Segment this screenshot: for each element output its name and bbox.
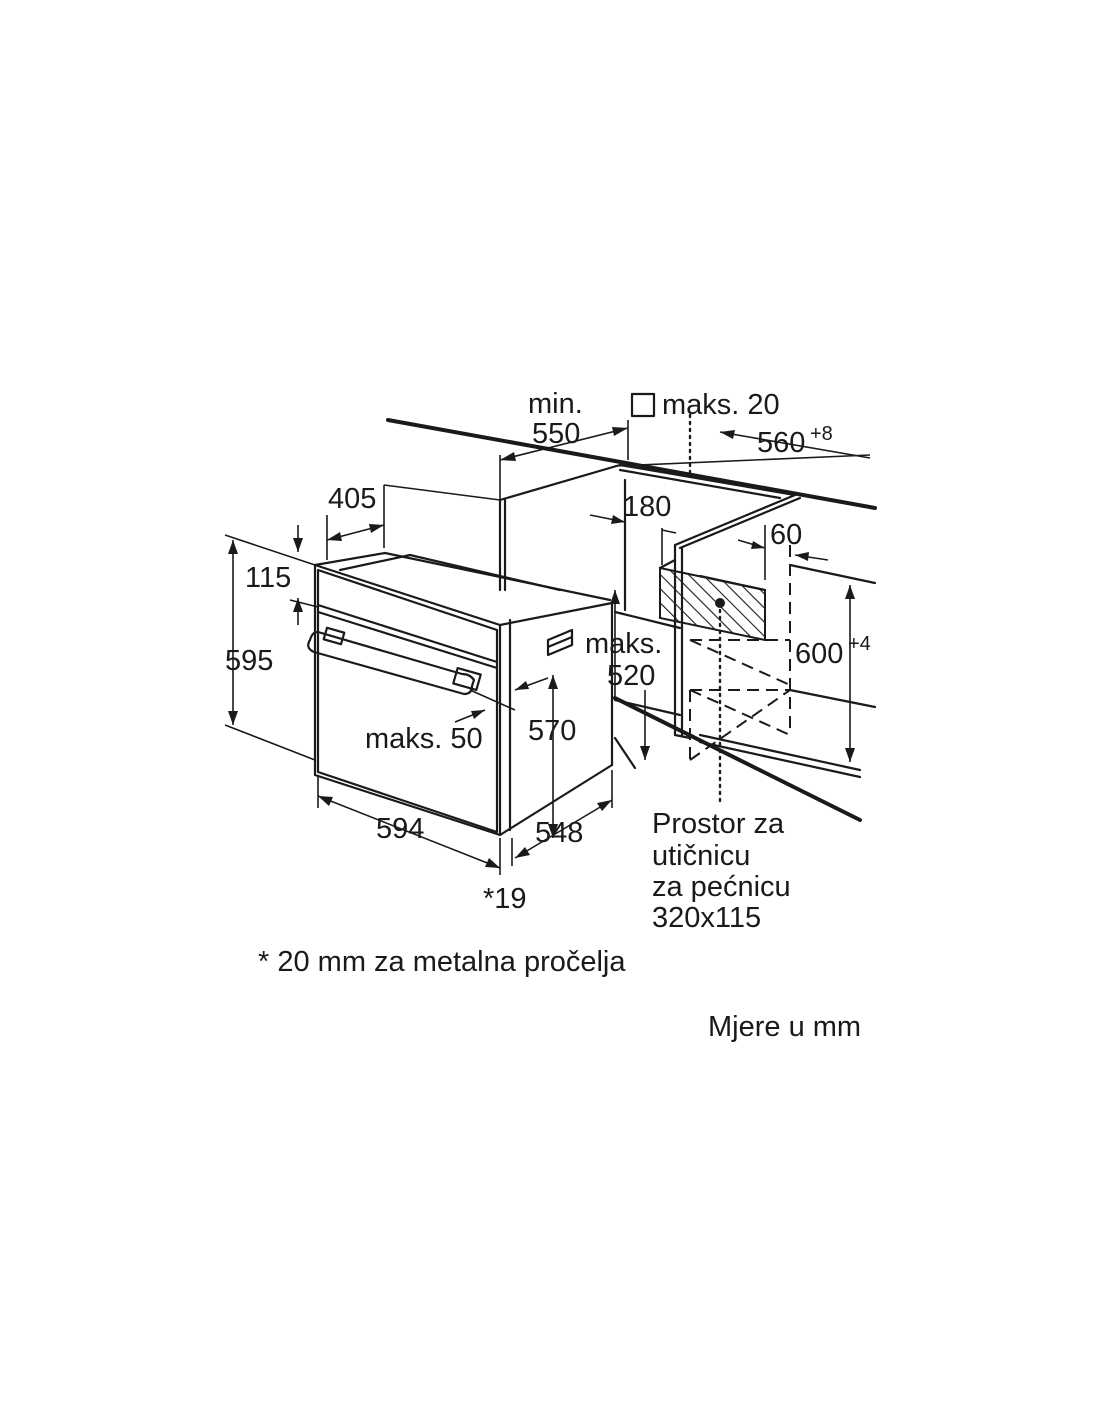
label-594: 594 [376, 813, 424, 845]
label-19: *19 [483, 883, 527, 915]
label-maks-50: maks. 50 [365, 723, 483, 755]
label-548: 548 [535, 817, 583, 849]
cabinet-niche [386, 413, 877, 822]
dimension-labels: min. 550 maks. 20 560 +8 405 180 60 115 … [225, 388, 871, 1043]
label-maks-520-b: 520 [607, 660, 655, 692]
label-socket-line-3: za pećnicu [652, 871, 791, 903]
square-symbol-icon [630, 392, 656, 418]
label-570: 570 [528, 715, 576, 747]
label-560-tolerance: +8 [810, 423, 833, 445]
label-min: min. [528, 388, 583, 420]
label-550: 550 [532, 418, 580, 450]
label-socket-line-2: utičnicu [652, 840, 750, 872]
label-60: 60 [770, 519, 802, 551]
dimension-lines [224, 420, 871, 875]
oven [307, 551, 614, 837]
label-115: 115 [245, 562, 291, 594]
units-note: Mjere u mm [708, 1011, 861, 1043]
label-180: 180 [623, 491, 671, 523]
label-600: 600 [795, 638, 843, 670]
label-595: 595 [225, 645, 273, 677]
label-600-tolerance: +4 [848, 633, 871, 655]
label-maks-20: maks. 20 [662, 389, 780, 421]
label-socket-line-4: 320x115 [652, 902, 761, 934]
label-405: 405 [328, 483, 376, 515]
footnote: * 20 mm za metalna pročelja [258, 946, 626, 978]
label-socket-line-1: Prostor za [652, 808, 785, 840]
label-560: 560 [757, 427, 805, 459]
label-maks-520-a: maks. [585, 628, 662, 660]
